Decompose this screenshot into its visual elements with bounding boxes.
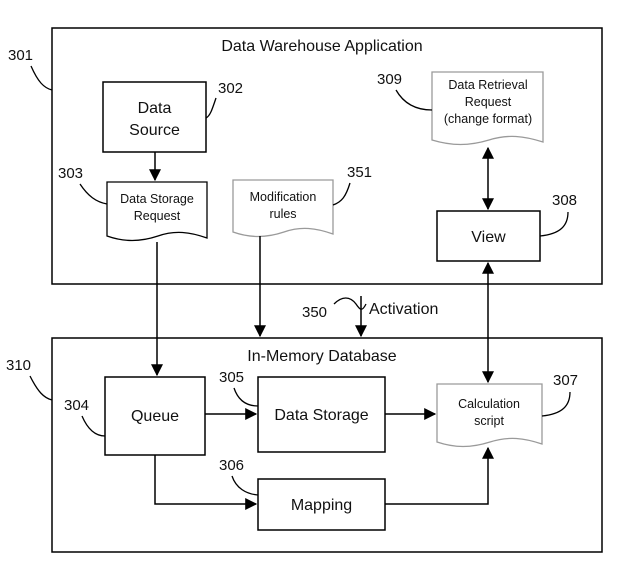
ref-304-label: 304 xyxy=(64,397,89,414)
ref-307-leader xyxy=(541,391,571,417)
ref-305-leader xyxy=(233,387,259,407)
ref-308-label: 308 xyxy=(552,192,577,209)
ref-309-leader xyxy=(395,89,433,111)
modification-rules-line-2: rules xyxy=(269,207,296,221)
edge-queue-to-mapping xyxy=(154,455,258,510)
ref-306: 306 xyxy=(219,457,259,496)
ref-310-label: 310 xyxy=(6,357,31,374)
queue-label: Queue xyxy=(131,408,179,425)
ref-350-leader xyxy=(333,297,367,310)
ref-302-label: 302 xyxy=(218,80,243,97)
mapping-box xyxy=(257,478,386,531)
ref-303: 303 xyxy=(58,165,108,205)
calculation-script-node: Calculation script xyxy=(436,383,543,448)
data-source-line-1: Data xyxy=(138,100,172,117)
calculation-script-line-1: Calculation xyxy=(458,397,520,411)
ref-301: 301 xyxy=(8,47,53,91)
data-warehouse-title: Data Warehouse Application xyxy=(221,38,422,55)
ref-302-leader xyxy=(205,97,217,119)
ref-350-label: 350 xyxy=(302,304,327,321)
calculation-script-shape xyxy=(436,383,543,448)
ref-305: 305 xyxy=(219,369,259,407)
ref-305-label: 305 xyxy=(219,369,244,386)
ref-309: 309 xyxy=(377,71,433,111)
ref-306-label: 306 xyxy=(219,457,244,474)
mapping-node: Mapping xyxy=(257,478,386,531)
modification-rules-shape xyxy=(232,179,334,238)
data-storage-request-line-1: Data Storage xyxy=(120,192,194,206)
in-memory-database-title: In-Memory Database xyxy=(247,348,396,365)
in-memory-database-container: In-Memory Database xyxy=(51,337,603,553)
data-warehouse-application-container: Data Warehouse Application xyxy=(51,27,603,285)
data-storage-request-node: Data Storage Request xyxy=(106,181,208,242)
ref-307: 307 xyxy=(541,372,578,417)
ref-351-label: 351 xyxy=(347,164,372,181)
data-retrieval-request-line-2: Request xyxy=(465,95,512,109)
ref-308-leader xyxy=(539,211,569,237)
activation-annotation: 350 Activation xyxy=(302,297,438,321)
data-retrieval-request-shape xyxy=(431,71,544,146)
ref-302: 302 xyxy=(205,80,243,119)
data-source-box xyxy=(102,81,207,153)
modification-rules-line-1: Modification xyxy=(250,190,317,204)
modification-rules-node: Modification rules xyxy=(232,179,334,238)
ref-304-leader xyxy=(81,415,106,437)
ref-351-leader xyxy=(332,182,351,206)
data-storage-request-line-2: Request xyxy=(134,209,181,223)
queue-node: Queue xyxy=(104,376,206,456)
view-label: View xyxy=(471,229,506,246)
edges xyxy=(149,146,494,510)
ref-307-label: 307 xyxy=(553,372,578,389)
mapping-label: Mapping xyxy=(291,497,352,514)
data-storage-box xyxy=(257,376,386,453)
ref-301-leader xyxy=(30,65,53,91)
data-source-line-2: Source xyxy=(129,122,180,139)
ref-310-leader xyxy=(29,375,53,401)
view-node: View xyxy=(436,210,541,262)
in-memory-database-frame xyxy=(51,337,603,553)
ref-303-leader xyxy=(79,183,108,205)
activation-label: Activation xyxy=(369,301,438,318)
data-storage-node: Data Storage xyxy=(257,376,386,453)
ref-351: 351 xyxy=(332,164,372,206)
data-retrieval-request-line-1: Data Retrieval xyxy=(448,78,527,92)
data-storage-label: Data Storage xyxy=(274,407,368,424)
calculation-script-line-2: script xyxy=(474,414,504,428)
data-retrieval-request-line-3: (change format) xyxy=(444,112,532,126)
queue-box xyxy=(104,376,206,456)
ref-306-leader xyxy=(231,475,259,496)
data-storage-request-shape xyxy=(106,181,208,242)
edge-mapping-to-calculation xyxy=(385,446,494,505)
data-source-node: Data Source xyxy=(102,81,207,153)
data-warehouse-frame xyxy=(51,27,603,285)
data-retrieval-request-node: Data Retrieval Request (change format) xyxy=(431,71,544,146)
ref-310: 310 xyxy=(6,357,53,401)
ref-303-label: 303 xyxy=(58,165,83,182)
ref-301-label: 301 xyxy=(8,47,33,64)
ref-308: 308 xyxy=(539,192,577,237)
ref-304: 304 xyxy=(64,397,106,437)
ref-309-label: 309 xyxy=(377,71,402,88)
